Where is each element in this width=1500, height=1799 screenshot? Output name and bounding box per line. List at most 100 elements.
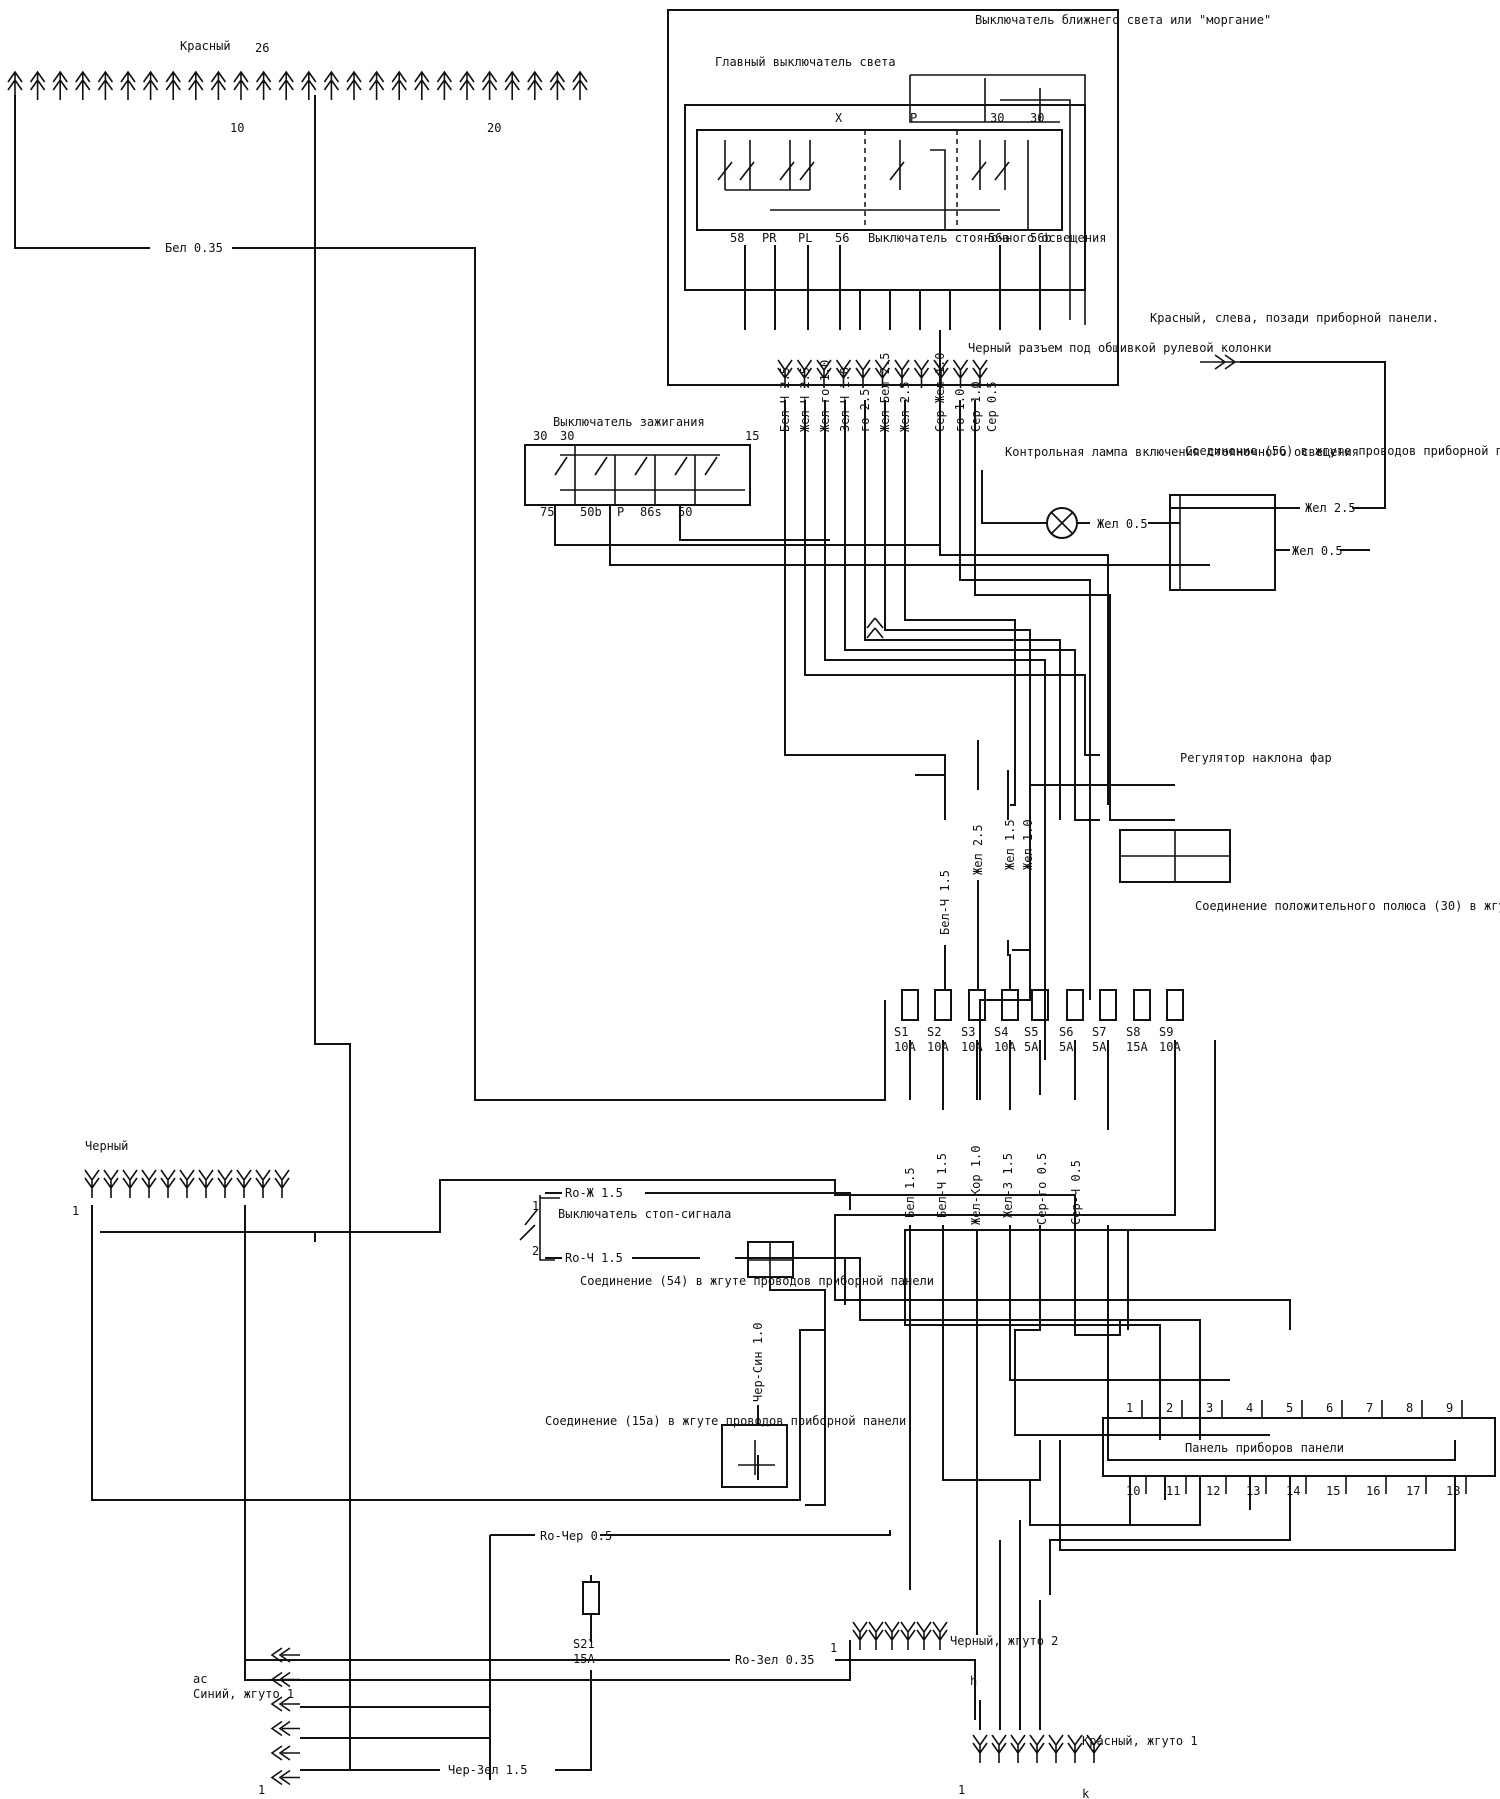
connector-pin: [198, 1169, 214, 1198]
wire-low-4: Жел-З 1.5: [1001, 1153, 1015, 1218]
terminal-p: P: [910, 111, 917, 125]
fuse-name: S4: [994, 1025, 1008, 1039]
panel-pin-top: 9: [1446, 1401, 1453, 1415]
wire-zhel05a: Жел 0.5: [1097, 517, 1148, 531]
stop-switch-label: Выключатель стоп-сигнала: [558, 1207, 731, 1221]
wire-low-2: Бел-Ч 1.5: [935, 1153, 949, 1218]
mid-wires: [915, 740, 1031, 990]
connector-pin: [270, 1720, 300, 1737]
ign-terminal-86s: 86s: [640, 505, 662, 519]
connector-pin: [29, 70, 46, 100]
wire-mid-4: Жел 1.0: [1021, 819, 1035, 870]
main-light-switch: Главный выключатель света X P 30 30 58 P…: [667, 9, 1271, 386]
panel-pin-top: 1: [1126, 1401, 1133, 1415]
connector-pin: [777, 359, 793, 388]
connector-pin: [160, 1169, 176, 1198]
stop-pin2: 2: [532, 1244, 539, 1258]
wire-red-pin-long: [314, 95, 368, 1771]
blue-cable1-label: Синий, жгуто 1: [193, 1687, 294, 1701]
red-cable1-label: Красный, жгуто 1: [1082, 1734, 1198, 1748]
terminal-pl: PL: [798, 231, 812, 245]
connector-pin: [481, 70, 498, 100]
connector-pin: [868, 1621, 884, 1650]
terminal-56a: 56a: [988, 231, 1010, 245]
instrument-panel-label: Панель приборов панели: [1185, 1441, 1344, 1455]
junction-15a: Чер-Син 1.0 Соединение (15a) в жгуте про…: [545, 1323, 906, 1488]
blue-cable1-connector: ac Синий, жгуто 1 1: [193, 1647, 300, 1797]
fuse-body: [968, 989, 986, 1021]
mid-wire-labels: Бел-Ч 1.5 Жел 2.5 Жел 1.5 Жел 1.0: [938, 819, 1035, 935]
connector-pin: [255, 1169, 271, 1198]
black-left-pin1: 1: [72, 1204, 79, 1218]
terminal-30a: 30: [990, 111, 1004, 125]
connector-pin: [916, 1621, 932, 1650]
fuse-name: S8: [1126, 1025, 1140, 1039]
fuse-rating: 5A: [1092, 1040, 1107, 1054]
connector-pin: [236, 1169, 252, 1198]
fuse-rating: 10A: [927, 1040, 949, 1054]
headlight-regulator: Регулятор наклона фар: [1030, 751, 1332, 786]
connector-pin: [270, 1647, 300, 1663]
red-cable1-pin1: 1: [958, 1783, 965, 1797]
connector-pin: [835, 359, 852, 388]
terminal-x: X: [835, 111, 843, 125]
connector-pin: [991, 1734, 1007, 1763]
red-behind-panel-connector: Красный, слева, позади приборной панели.: [1150, 311, 1439, 370]
red-behind-panel-label: Красный, слева, позади приборной панели.: [1150, 311, 1439, 325]
wire-low-1: Бел 1.5: [903, 1167, 917, 1218]
ign-terminal-75: 75: [540, 505, 554, 519]
panel-pin-top: 5: [1286, 1401, 1293, 1415]
connector-pin: [874, 359, 891, 388]
stop-pin1: 1: [532, 1199, 539, 1213]
lower-wires: [834, 1040, 1456, 1635]
red-connector-26: Красный 26 10 20: [7, 39, 588, 135]
panel-pin-top: 3: [1206, 1401, 1213, 1415]
black-left-connector: Черный 1: [72, 1139, 1129, 1681]
fuse-name: S9: [1159, 1025, 1173, 1039]
stop-switch: 1 2 Выключатель стоп-сигнала Ro-Ж 1.5 Ro…: [519, 1186, 1201, 1440]
fuse-name: S1: [894, 1025, 908, 1039]
fuse-body: [934, 989, 952, 1021]
fuse-body: [1166, 989, 1184, 1021]
wire-col-c: Жел-го 1.0: [818, 360, 832, 432]
column-wire-labels: Бел-Ч 2.5 Жел-Ч 2.5 Жел-го 1.0 Зел-Ч 1.0…: [778, 353, 999, 432]
fuse-rating: 5A: [1059, 1040, 1074, 1054]
panel-pin-bottom: 14: [1286, 1484, 1300, 1498]
connector-pin: [346, 70, 362, 100]
connector-pin: [414, 70, 430, 100]
black-left-label: Черный: [85, 1139, 128, 1153]
panel-pin-top: 2: [1166, 1401, 1173, 1415]
connector-pin: [270, 1671, 300, 1688]
connector-pin: [894, 359, 910, 388]
connector-pin: [210, 70, 227, 100]
connector-pin: [255, 70, 272, 100]
wire-bel-035: Бел 0.35: [14, 95, 886, 1101]
wire-col-f: Жел-Бел 2.5: [878, 353, 892, 432]
junction-54: Соединение (54) в жгуте проводов приборн…: [580, 1241, 934, 1506]
panel-pin-top: 6: [1326, 1401, 1333, 1415]
red-connector-pins: [7, 70, 588, 100]
terminal-58: 58: [730, 231, 744, 245]
panel-pin-bottom: 17: [1406, 1484, 1420, 1498]
black-cable2-label: Черный, жгуто 2: [950, 1634, 1058, 1648]
connector-pin: [274, 1169, 290, 1198]
red-pin-20-label: 20: [487, 121, 501, 135]
blue-cable1-code: ac: [193, 1672, 207, 1686]
connector-pin: [572, 70, 588, 100]
connector-pin: [301, 70, 317, 100]
ign-terminal-15: 15: [745, 429, 759, 443]
connector-pin: [852, 1621, 868, 1650]
connector-pin: [278, 70, 294, 100]
fuse-name: S6: [1059, 1025, 1073, 1039]
fuse-rating: 10A: [894, 1040, 916, 1054]
wire-cher-sin: Чер-Син 1.0: [751, 1323, 765, 1402]
wire-zhel05b: Жел 0.5: [1292, 544, 1343, 558]
connector-pin: [913, 359, 930, 388]
connector-pin: [1048, 1734, 1064, 1763]
wire-mid-3: Жел 1.5: [1003, 819, 1017, 870]
wire-col-k: Сер 0.5: [985, 381, 999, 432]
connector-pin: [84, 1169, 100, 1198]
ignition-switch: Выключатель зажигания 30 30 15 75 50b P …: [524, 330, 1210, 566]
connector-pin: [270, 1769, 300, 1786]
